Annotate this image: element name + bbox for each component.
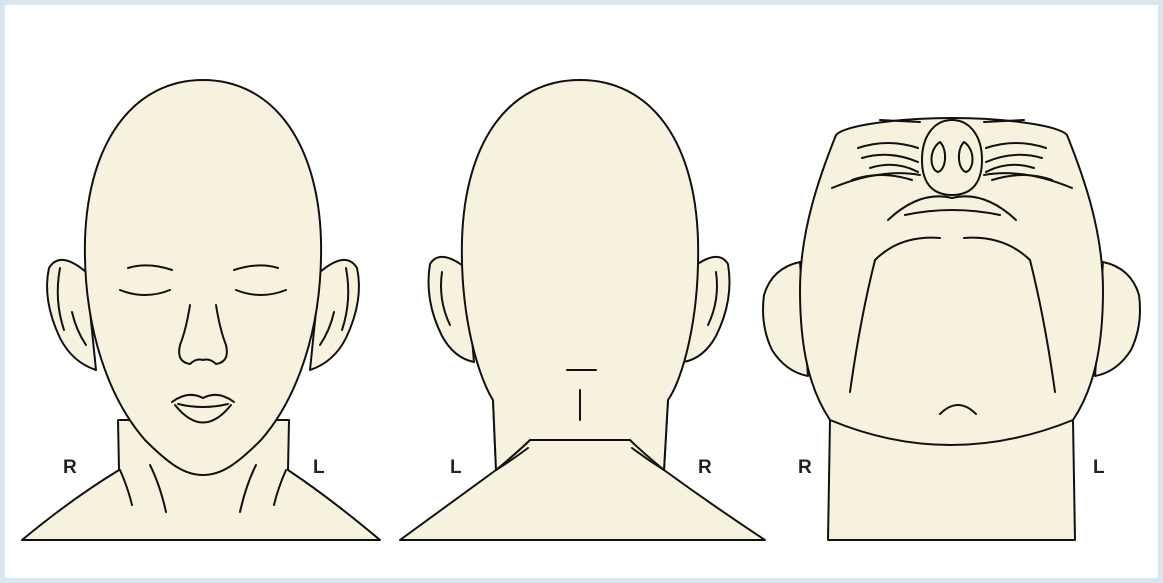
head-below-view: R L xyxy=(763,118,1140,540)
head-front-view: R L xyxy=(22,80,380,540)
head-back-view: L R xyxy=(400,80,765,540)
below-label-left: R xyxy=(798,457,812,478)
front-head xyxy=(85,80,321,475)
below-label-right: L xyxy=(1093,457,1105,478)
back-label-right: R xyxy=(698,457,712,478)
back-label-left: L xyxy=(450,457,462,478)
front-label-right: L xyxy=(313,457,325,478)
front-label-left: R xyxy=(63,457,77,478)
